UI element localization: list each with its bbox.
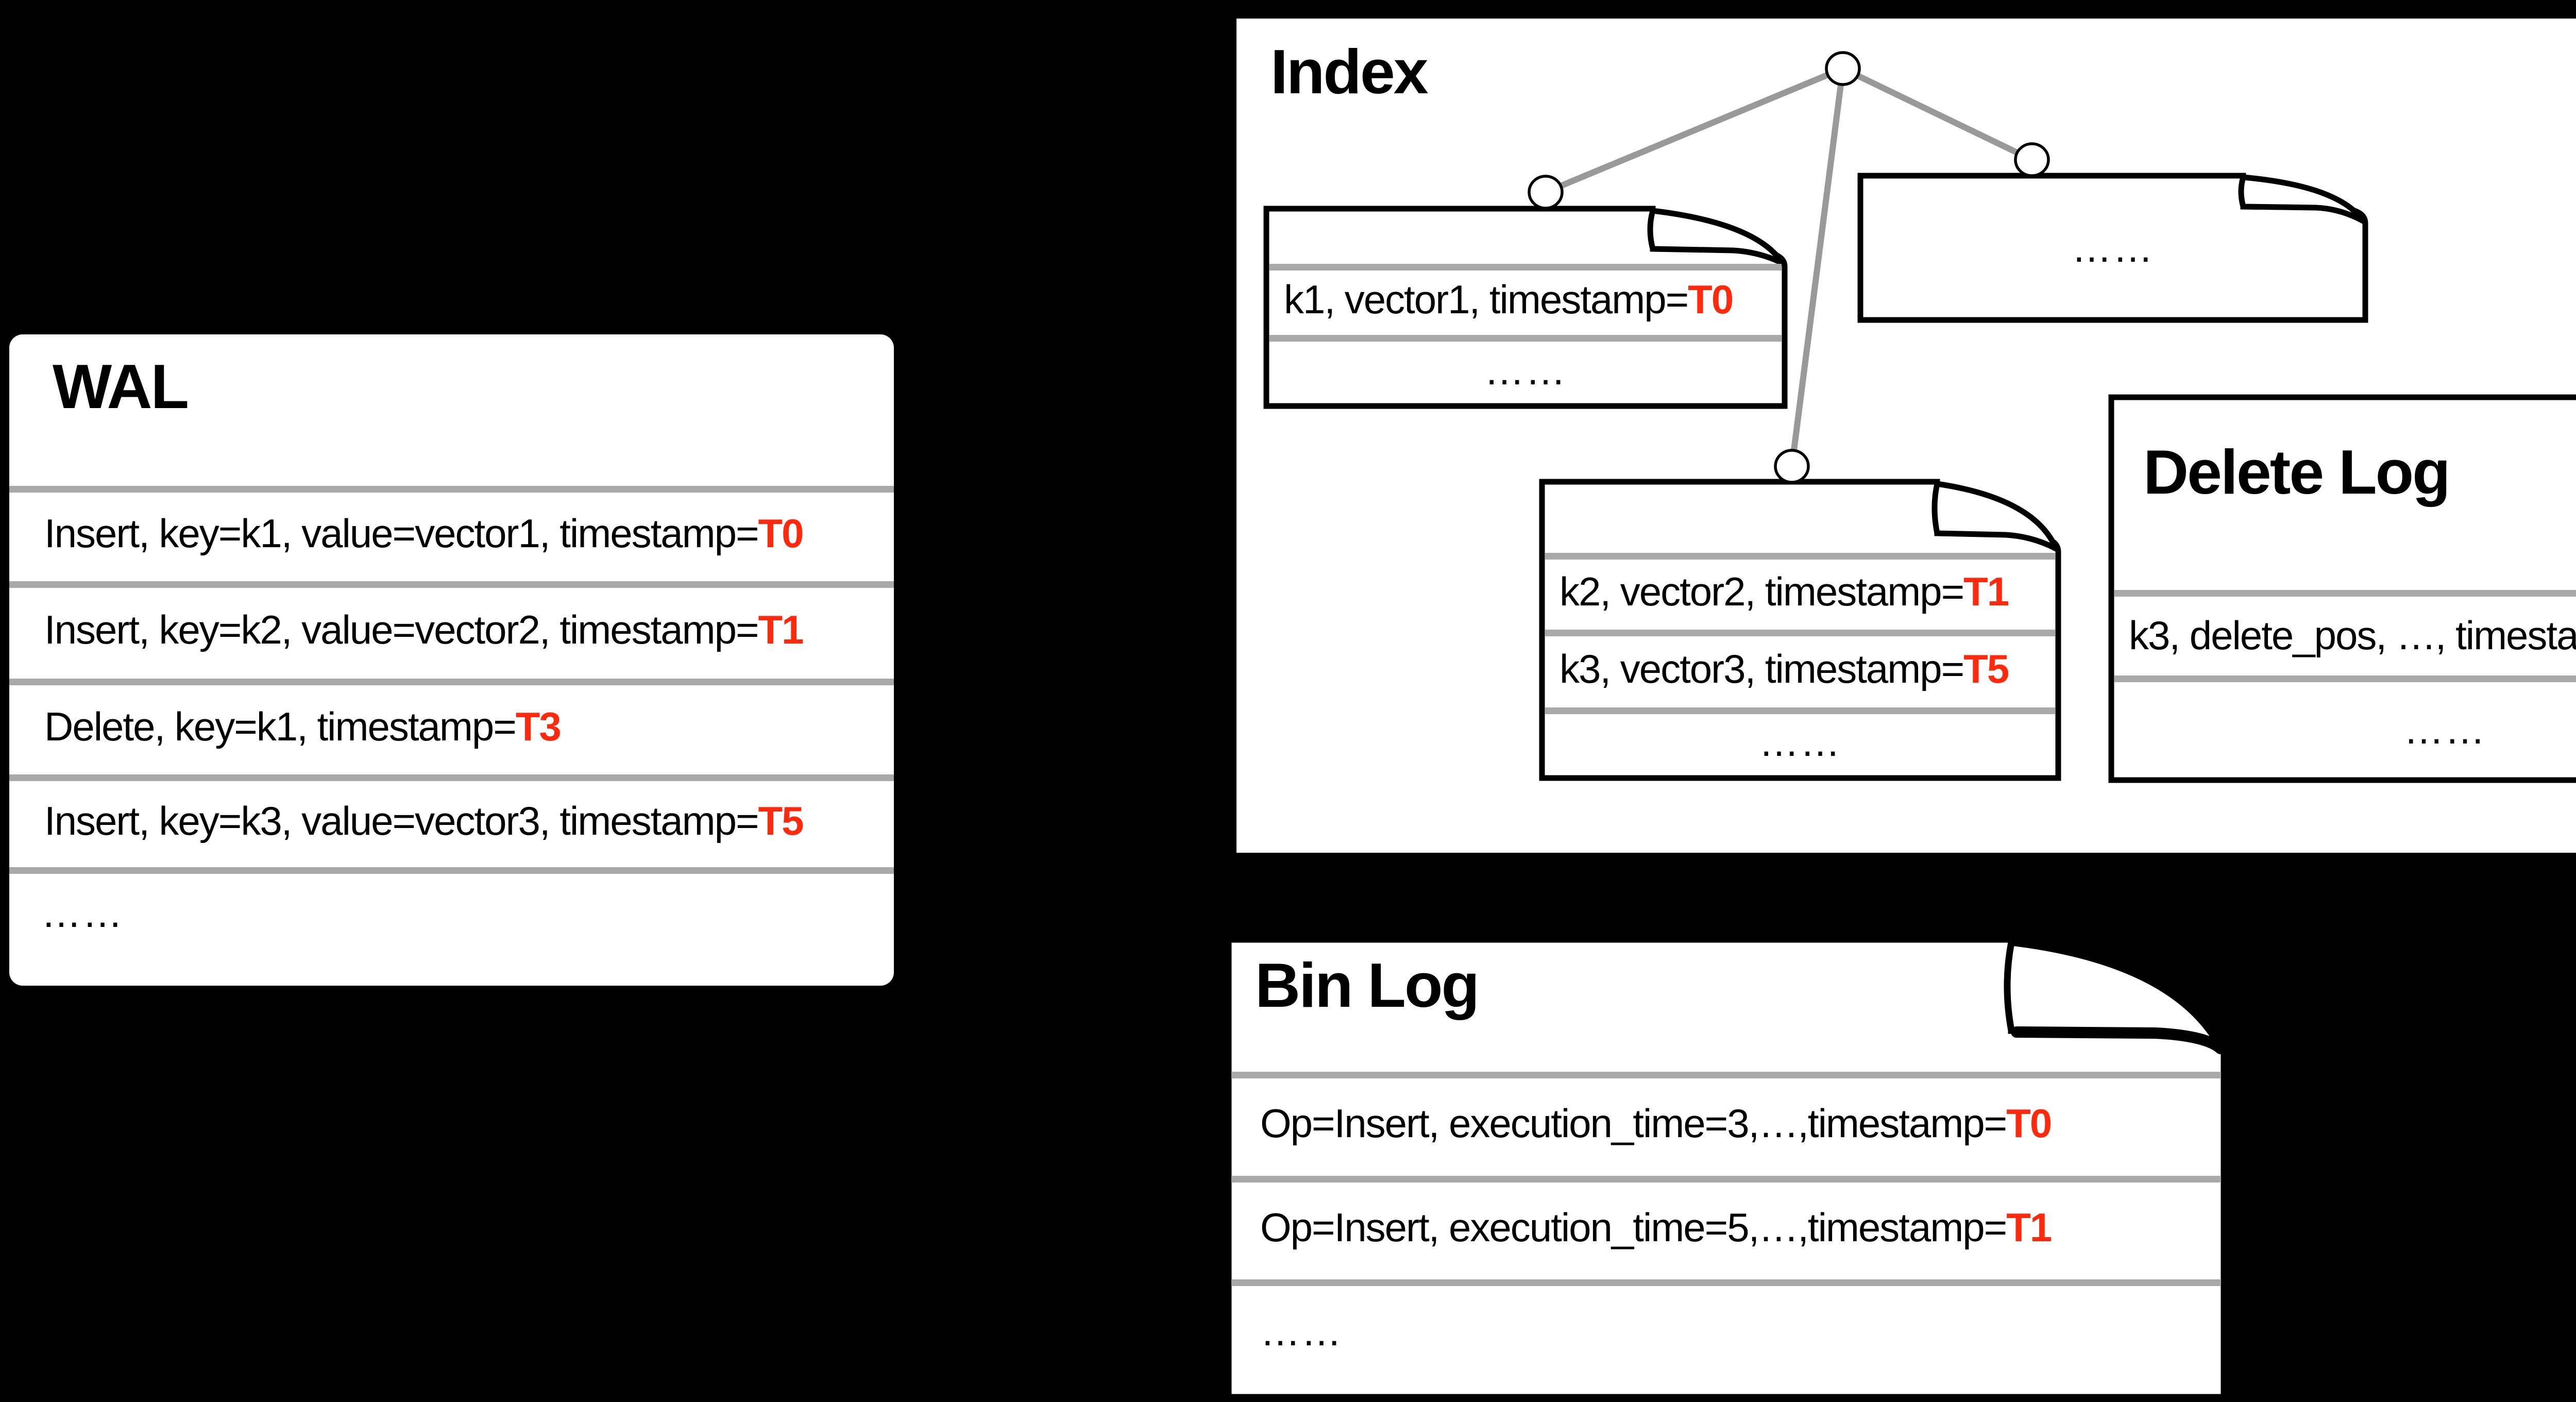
segment-separator [1269,264,1782,271]
wal-row: Insert, key=k1, value=vector1, timestamp… [44,510,804,556]
bin-log-row: Op=Insert, execution_time=5,…,timestamp=… [1260,1204,2052,1251]
delete-log-title: Delete Log [2143,437,2451,507]
segment-row-text: k2, vector2, timestamp= [1560,569,1964,614]
bin-log-separator [1231,1176,2221,1183]
segment-ellipsis-row: …… [1484,348,1567,393]
wal-row-timestamp: T3 [515,704,562,749]
wal-row-timestamp: T5 [758,798,804,843]
bin-log-row-timestamp: T0 [2006,1101,2052,1146]
delete-log-box: Delete Log k3, delete_pos, …, timestamp=… [2108,394,2576,783]
index-segment-ellipsis: …… [1857,173,2368,323]
document-shape-icon [2108,394,2576,783]
segment-row-text: k3, vector3, timestamp= [1560,646,1964,691]
page-curl-shadow-icon [2011,1026,2226,1054]
wal-row-timestamp: T0 [758,511,804,556]
segment-row: k2, vector2, timestamp=T1 [1560,568,2009,615]
bin-log-separator [1231,1279,2221,1286]
index-segment-k1: k1, vector1, timestamp=T0 …… [1263,206,1788,409]
bin-log-row-timestamp: T1 [2006,1205,2052,1250]
wal-separator [9,679,894,685]
bin-log-row-text: Op=Insert, execution_time=5,…,timestamp= [1260,1205,2007,1250]
delete-log-row-text: k3, delete_pos, …, timestamp= [2129,613,2576,658]
wal-separator [9,486,894,493]
segment-separator [1545,707,2055,714]
segment-row: k1, vector1, timestamp=T0 [1284,276,1734,323]
wal-row-text: Insert, key=k1, value=vector1, timestamp… [44,511,759,556]
segment-ellipsis-row: …… [1759,719,1841,765]
wal-separator [9,867,894,874]
wal-row: Delete, key=k1, timestamp=T3 [44,703,562,750]
segment-separator [1269,335,1782,342]
delete-log-row: k3, delete_pos, …, timestamp=T3 [2129,612,2576,658]
wal-row-text: Insert, key=k2, value=vector2, timestamp… [44,607,759,652]
document-shape-icon [1857,173,2368,323]
delete-log-separator [2114,590,2576,597]
wal-row: Insert, key=k3, value=vector3, timestamp… [44,798,804,844]
segment-row-timestamp: T5 [1963,646,2009,691]
wal-ellipsis-row: …… [41,890,124,936]
wal-row-timestamp: T1 [758,607,804,652]
wal-row: Insert, key=k2, value=vector2, timestamp… [44,606,804,653]
wal-separator [9,774,894,781]
bin-log-separator [1231,1072,2221,1078]
document-shape-icon [1263,206,1788,409]
wal-row-text: Delete, key=k1, timestamp= [44,704,517,749]
wal-box: WAL Insert, key=k1, value=vector1, times… [9,334,894,986]
delete-log-separator [2114,675,2576,682]
wal-row-text: Insert, key=k3, value=vector3, timestamp… [44,798,759,843]
index-title: Index [1270,37,1429,107]
bin-log-ellipsis-row: …… [1260,1309,1343,1354]
wal-separator [9,581,894,588]
segment-row-timestamp: T0 [1688,277,1734,322]
bin-log-title: Bin Log [1255,950,1480,1020]
page-curl-icon [2238,174,2366,224]
bin-log-box: Bin Log Op=Insert, execution_time=3,…,ti… [1225,936,2228,1401]
segment-row-timestamp: T1 [1963,569,2009,614]
segment-row: k3, vector3, timestamp=T5 [1560,646,2009,692]
index-segment-k2: k2, vector2, timestamp=T1 k3, vector3, t… [1539,479,2061,781]
wal-title: WAL [53,351,189,421]
bin-log-row: Op=Insert, execution_time=3,…,timestamp=… [1260,1100,2052,1146]
page-curl-icon [1647,208,1786,266]
bin-log-row-text: Op=Insert, execution_time=3,…,timestamp= [1260,1101,2007,1146]
delete-log-ellipsis-row: …… [2403,707,2486,752]
segment-ellipsis-row: …… [2072,225,2154,271]
segment-separator [1545,630,2055,636]
page-curl-icon [1931,481,2059,552]
segment-separator [1545,553,2055,560]
segment-row-text: k1, vector1, timestamp= [1284,277,1689,322]
